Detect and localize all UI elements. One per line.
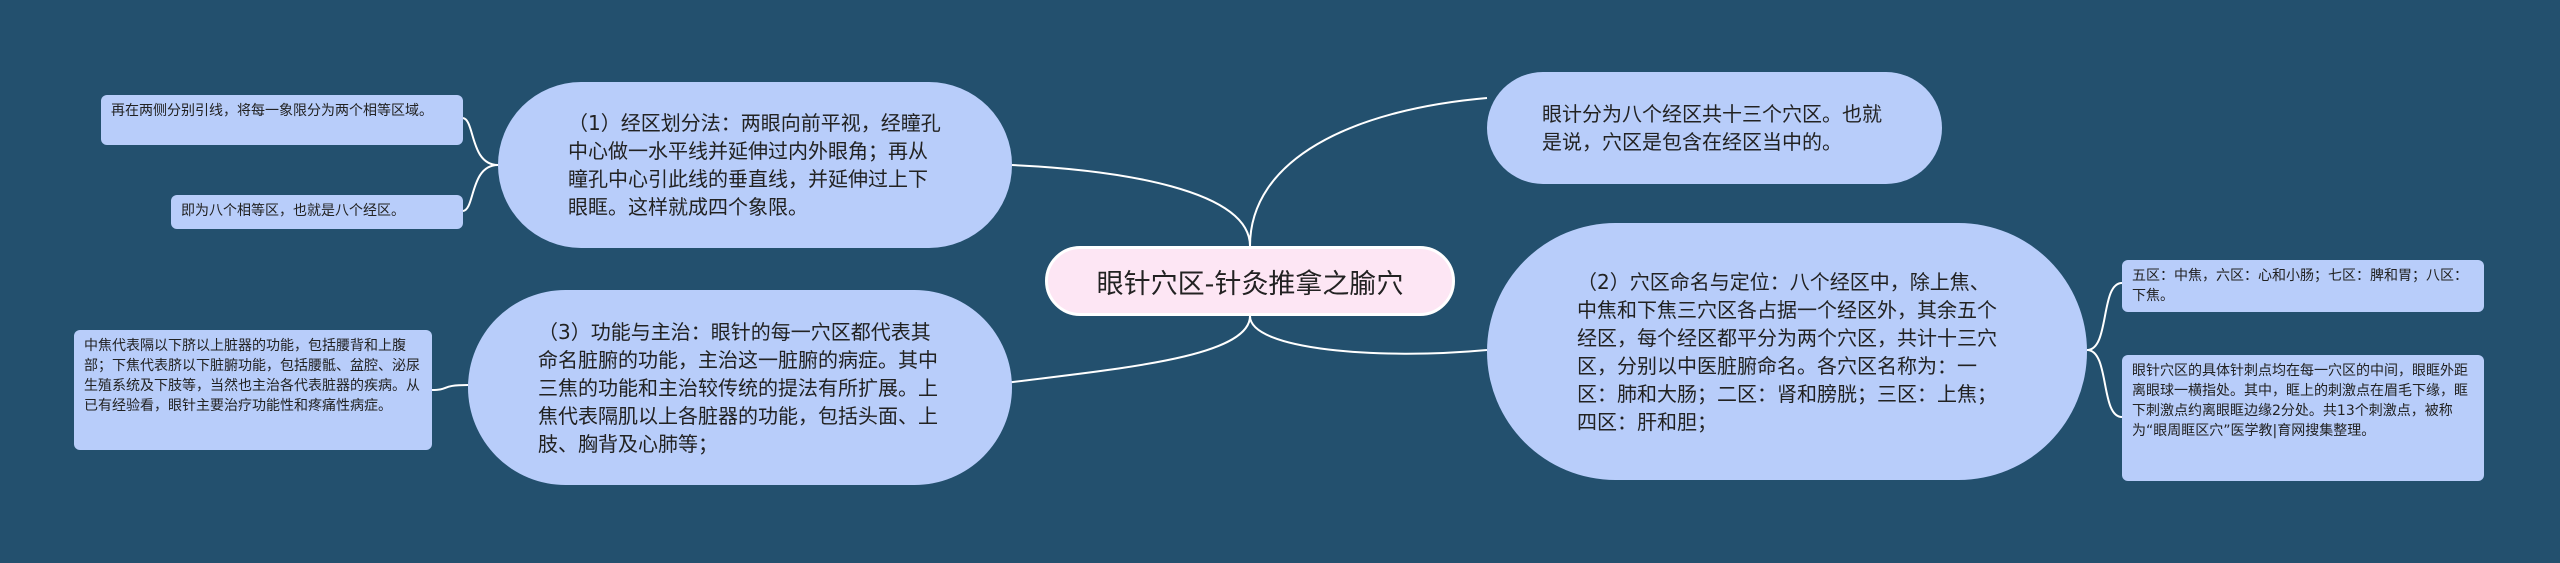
branch-text: 眼计分为八个经区共十三个穴区。也就是说，穴区是包含在经区当中的。: [1542, 102, 1882, 154]
leaf-zones-five-to-eight[interactable]: 五区：中焦，六区：心和小肠；七区：脾和胃；八区：下焦。: [2122, 260, 2484, 312]
connector-b2-l3: [431, 384, 469, 391]
connector-root-b1: [1011, 164, 1251, 247]
connector-root-b3: [1249, 97, 1488, 247]
connector-b4-l5: [2086, 349, 2123, 418]
connector-root-b4: [1249, 315, 1488, 355]
connector-b1-l1: [462, 117, 499, 166]
leaf-text: 再在两侧分别引线，将每一象限分为两个相等区域。: [111, 103, 433, 119]
leaf-text: 即为八个相等区，也就是八个经区。: [181, 203, 405, 219]
branch-naming-location[interactable]: （2）穴区命名与定位：八个经区中，除上焦、中焦和下焦三穴区各占据一个经区外，其余…: [1487, 223, 2087, 480]
branch-text: （1）经区划分法：两眼向前平视，经瞳孔中心做一水平线并延伸过内外眼角；再从瞳孔中…: [568, 111, 941, 219]
branch-text: （3）功能与主治：眼针的每一穴区都代表其命名脏腑的功能，主治这一脏腑的病症。其中…: [538, 319, 938, 456]
leaf-text: 五区：中焦，六区：心和小肠；七区：脾和胃；八区：下焦。: [2132, 268, 2468, 304]
leaf-needling-points[interactable]: 眼针穴区的具体针刺点均在每一穴区的中间，眼眶外距离眼球一横指处。其中，眶上的刺激…: [2122, 355, 2484, 481]
connector-root-b2: [989, 315, 1251, 386]
connector-b1-l2: [462, 164, 499, 212]
branch-zone-division[interactable]: （1）经区划分法：两眼向前平视，经瞳孔中心做一水平线并延伸过内外眼角；再从瞳孔中…: [498, 82, 1012, 248]
connector-b4-l4: [2086, 282, 2123, 351]
leaf-eight-zones[interactable]: 即为八个相等区，也就是八个经区。: [171, 195, 463, 229]
branch-overview[interactable]: 眼计分为八个经区共十三个穴区。也就是说，穴区是包含在经区当中的。: [1487, 72, 1942, 184]
leaf-text: 眼针穴区的具体针刺点均在每一穴区的中间，眼眶外距离眼球一横指处。其中，眶上的刺激…: [2132, 363, 2468, 439]
leaf-split-quadrants[interactable]: 再在两侧分别引线，将每一象限分为两个相等区域。: [101, 95, 463, 145]
leaf-text: 中焦代表隔以下脐以上脏器的功能，包括腰背和上腹部；下焦代表脐以下脏腑功能，包括腰…: [84, 338, 420, 414]
branch-function-indication[interactable]: （3）功能与主治：眼针的每一穴区都代表其命名脏腑的功能，主治这一脏腑的病症。其中…: [468, 290, 1012, 485]
root-label: 眼针穴区-针灸推拿之腧穴: [1096, 268, 1404, 300]
leaf-middle-lower-burner[interactable]: 中焦代表隔以下脐以上脏器的功能，包括腰背和上腹部；下焦代表脐以下脏腑功能，包括腰…: [74, 330, 432, 450]
root-node[interactable]: 眼针穴区-针灸推拿之腧穴: [1045, 246, 1455, 316]
branch-text: （2）穴区命名与定位：八个经区中，除上焦、中焦和下焦三穴区各占据一个经区外，其余…: [1577, 269, 1997, 434]
